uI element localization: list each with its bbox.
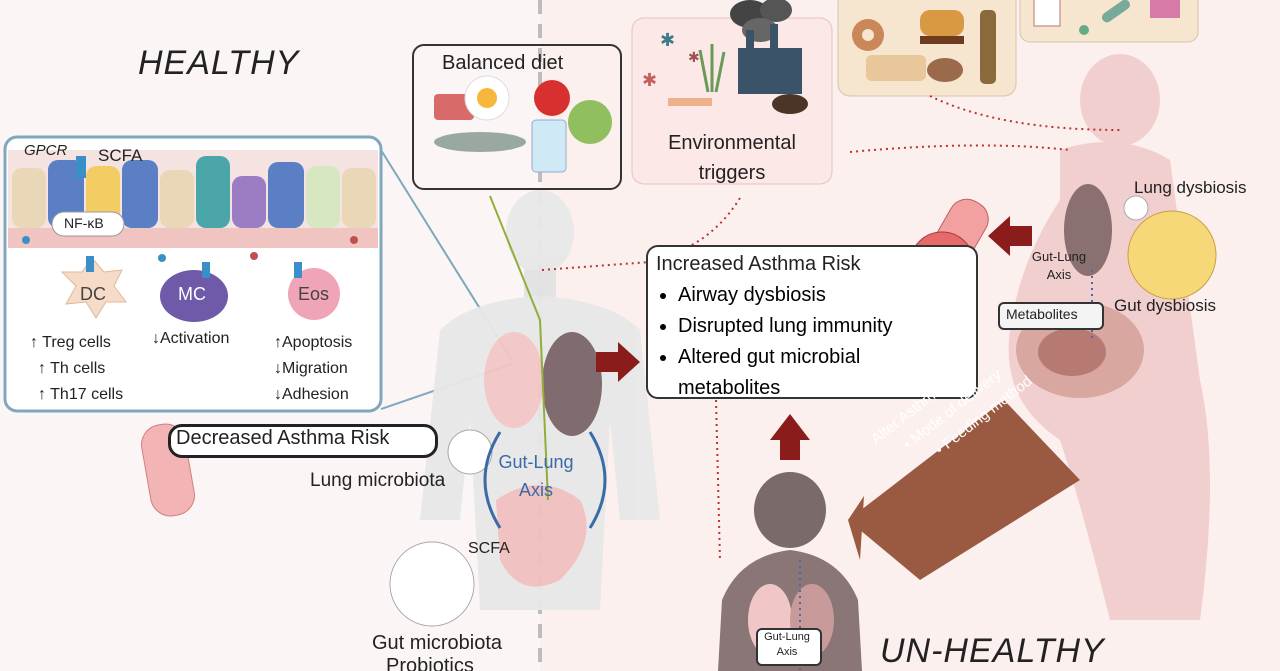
pollen-icon-3: ✱ bbox=[688, 49, 700, 65]
bread-icon bbox=[866, 55, 926, 81]
environmental-triggers-line-2: triggers bbox=[698, 162, 766, 184]
axis-arrow-right bbox=[588, 431, 607, 529]
gut-microbiota-circle bbox=[389, 541, 475, 627]
left-lung bbox=[484, 332, 544, 428]
connector-risk-infant bbox=[715, 399, 721, 561]
dc-label: DC bbox=[80, 284, 106, 304]
gut-microbiota-label: Gut microbiota bbox=[372, 632, 503, 654]
environmental-triggers-line-1: Environmental bbox=[668, 132, 796, 154]
eosinophil-icon bbox=[288, 268, 340, 320]
decreased-risk-pill bbox=[168, 424, 438, 458]
healthy-heading: HEALTHY bbox=[138, 44, 300, 82]
epithelium-cells bbox=[12, 156, 376, 228]
gpcr-label: GPCR bbox=[24, 142, 68, 159]
nfkb-label: NF-κB bbox=[64, 215, 104, 231]
scfa-inset-label: SCFA bbox=[98, 146, 143, 165]
eos-label: Eos bbox=[298, 284, 330, 304]
cigarette-icon bbox=[668, 98, 712, 106]
mast-cell-icon bbox=[160, 270, 228, 322]
increased-risk-item: Airway dysbiosis bbox=[678, 280, 976, 311]
gpcr-receptor-icon bbox=[76, 156, 86, 178]
balanced-diet-label: Balanced diet bbox=[442, 52, 564, 74]
connector-env-risk bbox=[689, 197, 741, 247]
arrow-up-from-infant bbox=[770, 414, 810, 460]
gut-lung-axis-infant-line-2: Axis bbox=[776, 646, 798, 658]
mc-label: MC bbox=[178, 284, 206, 304]
increased-risk-item-continued: metabolites bbox=[678, 377, 781, 399]
dc-effect-th: ↑ Th cells bbox=[38, 360, 106, 377]
dc-effect-th17: ↑ Th17 cells bbox=[38, 386, 124, 403]
lung-microbiota-circle bbox=[447, 429, 493, 475]
nfkb-pill bbox=[51, 211, 125, 237]
gut-lung-axis-mother-label: Gut-Lung Axis bbox=[1024, 248, 1094, 284]
arrow-to-increased-risk bbox=[596, 342, 640, 382]
gut-lung-axis-mother-line-2: Axis bbox=[1046, 267, 1072, 282]
gut-dysbiosis-circle bbox=[1127, 210, 1217, 300]
decreased-risk-label: Decreased Asthma Risk bbox=[176, 427, 390, 449]
metabolites-label: Metabolites bbox=[1006, 306, 1078, 322]
burger-icon bbox=[920, 10, 964, 36]
water-glass-icon bbox=[531, 119, 567, 173]
gut-lung-axis-main-label: Gut-Lung Axis bbox=[494, 448, 578, 504]
gut-dysbiosis-label: Gut dysbiosis bbox=[1114, 296, 1217, 315]
diet-path-line bbox=[489, 195, 549, 501]
factory-icon bbox=[738, 48, 802, 94]
dendritic-cell-icon bbox=[60, 256, 127, 319]
gut-lung-axis-infant-label: Gut-Lung Axis bbox=[758, 630, 816, 660]
dc-effect-treg: ↑ Treg cells bbox=[30, 334, 111, 351]
right-lung bbox=[542, 332, 602, 436]
fish-icon bbox=[434, 132, 526, 152]
eos-effect-migration: ↓Migration bbox=[274, 360, 348, 377]
cockroach-icon bbox=[772, 94, 808, 114]
mother-lung bbox=[1064, 184, 1112, 276]
connector-env-mother bbox=[849, 144, 1071, 153]
lung-dysbiosis-label: Lung dysbiosis bbox=[1134, 178, 1247, 197]
gut-lung-axis-infant-line-1: Gut-Lung bbox=[764, 631, 810, 643]
gut-lung-axis-mother-line-1: Gut-Lung bbox=[1031, 249, 1087, 264]
lung-microbiota-label: Lung microbiota bbox=[310, 470, 446, 491]
meat-icon bbox=[434, 94, 474, 120]
dc-effects: ↑ Treg cells ↑ Th cells ↑ Th17 cells bbox=[30, 330, 123, 408]
eos-effect-apoptosis: ↑Apoptosis bbox=[274, 334, 353, 351]
connector-child-risk bbox=[541, 261, 651, 271]
unhealthy-heading: UN-HEALTHY bbox=[880, 632, 1105, 670]
axis-arrow-left bbox=[483, 431, 502, 529]
prescription-icon bbox=[1033, 0, 1061, 27]
apple-icon bbox=[534, 80, 570, 116]
probiotics-label: Probiotics bbox=[386, 655, 474, 671]
increased-risk-item: Disrupted lung immunity bbox=[678, 311, 976, 342]
scfa-gut-label: SCFA bbox=[468, 540, 510, 557]
metabolites-pill bbox=[998, 302, 1104, 330]
increased-risk-list: Airway dysbiosis Disrupted lung immunity… bbox=[648, 280, 976, 404]
lung-dysbiosis-dot bbox=[1123, 195, 1149, 221]
eos-effects: ↑Apoptosis ↓Migration ↓Adhesion bbox=[274, 330, 352, 408]
cabbage-icon bbox=[568, 100, 612, 144]
increased-risk-title: Increased Asthma Risk bbox=[656, 253, 861, 275]
bottle-icon bbox=[980, 10, 996, 84]
connector-food-mother bbox=[929, 95, 1121, 131]
gut-lung-axis-main-line-1: Gut-Lung bbox=[498, 452, 574, 472]
pill-box-icon bbox=[1150, 0, 1180, 18]
healthy-body-figure bbox=[420, 190, 660, 610]
balanced-diet-box bbox=[412, 44, 622, 190]
mc-effect-activation: ↓Activation bbox=[152, 330, 230, 347]
alter-risk-arrow-head bbox=[848, 496, 864, 560]
gut-lung-axis-main-line-2: Axis bbox=[518, 480, 553, 500]
intestine bbox=[496, 485, 587, 587]
increased-risk-item: Altered gut microbial bbox=[678, 342, 976, 373]
eos-effect-adhesion: ↓Adhesion bbox=[274, 386, 349, 403]
infant-axis-pill bbox=[756, 628, 822, 666]
potato-icon bbox=[927, 58, 963, 82]
alter-risk-arrow-body bbox=[848, 400, 1080, 580]
pollen-icon-2: ✱ bbox=[642, 70, 657, 90]
arrow-to-airway bbox=[988, 216, 1032, 256]
grass-icon bbox=[698, 49, 710, 93]
syringe-icon bbox=[1101, 0, 1131, 23]
increased-risk-box: Increased Asthma Risk Airway dysbiosis D… bbox=[646, 245, 978, 399]
pollen-icon: ✱ bbox=[660, 30, 675, 50]
environmental-triggers-label: Environmental triggers bbox=[656, 128, 808, 188]
